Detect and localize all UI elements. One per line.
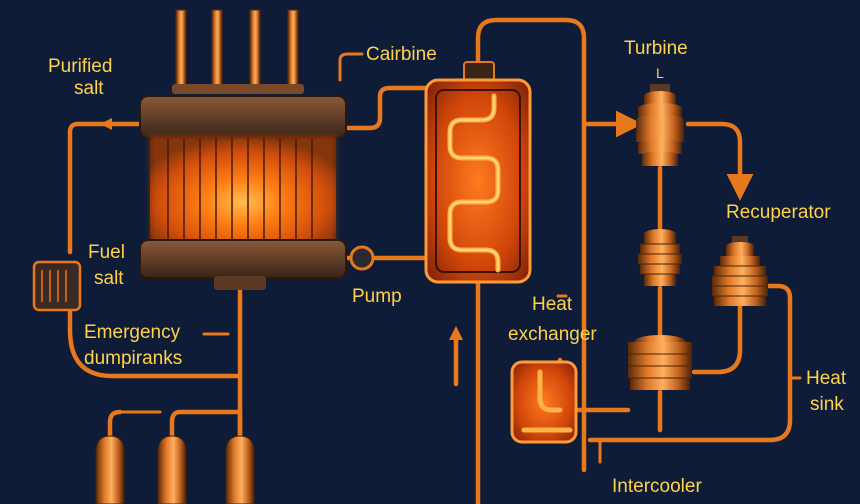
label-emergency-line2: dumpiranks — [84, 348, 183, 369]
label-heat-sink-line1: Heat — [806, 368, 847, 389]
label-turbine: Turbine — [624, 38, 688, 59]
label-fuel-salt-line2: salt — [94, 268, 124, 289]
emergency-dump-tanks — [95, 435, 255, 504]
label-intercooler: Intercooler — [612, 476, 702, 497]
label-cairbine: Cairbine — [366, 44, 437, 65]
turbine — [636, 84, 684, 166]
intercooler-unit — [510, 360, 578, 444]
heat-exchanger — [424, 61, 532, 284]
label-fuel-salt-line1: Fuel — [88, 242, 125, 263]
recuperator — [712, 236, 768, 306]
compressor — [638, 229, 682, 286]
label-heat-sink-line2: sink — [810, 394, 844, 415]
label-turbine-tick: L — [656, 65, 664, 81]
label-pump: Pump — [352, 286, 402, 307]
pump — [349, 245, 375, 271]
fuel-salt-tank — [32, 260, 82, 312]
reactor-vessel — [139, 9, 347, 290]
label-emergency-line1: Emergency — [84, 322, 181, 343]
label-heat-exchanger-line2: exchanger — [508, 324, 597, 345]
label-recuperator: Recuperator — [726, 202, 831, 223]
label-heat-exchanger-line1: Heat — [532, 294, 573, 315]
label-purified-salt-line1: Purified — [48, 56, 113, 77]
compressor-2 — [628, 335, 692, 390]
label-purified-salt-line2: salt — [74, 78, 104, 99]
